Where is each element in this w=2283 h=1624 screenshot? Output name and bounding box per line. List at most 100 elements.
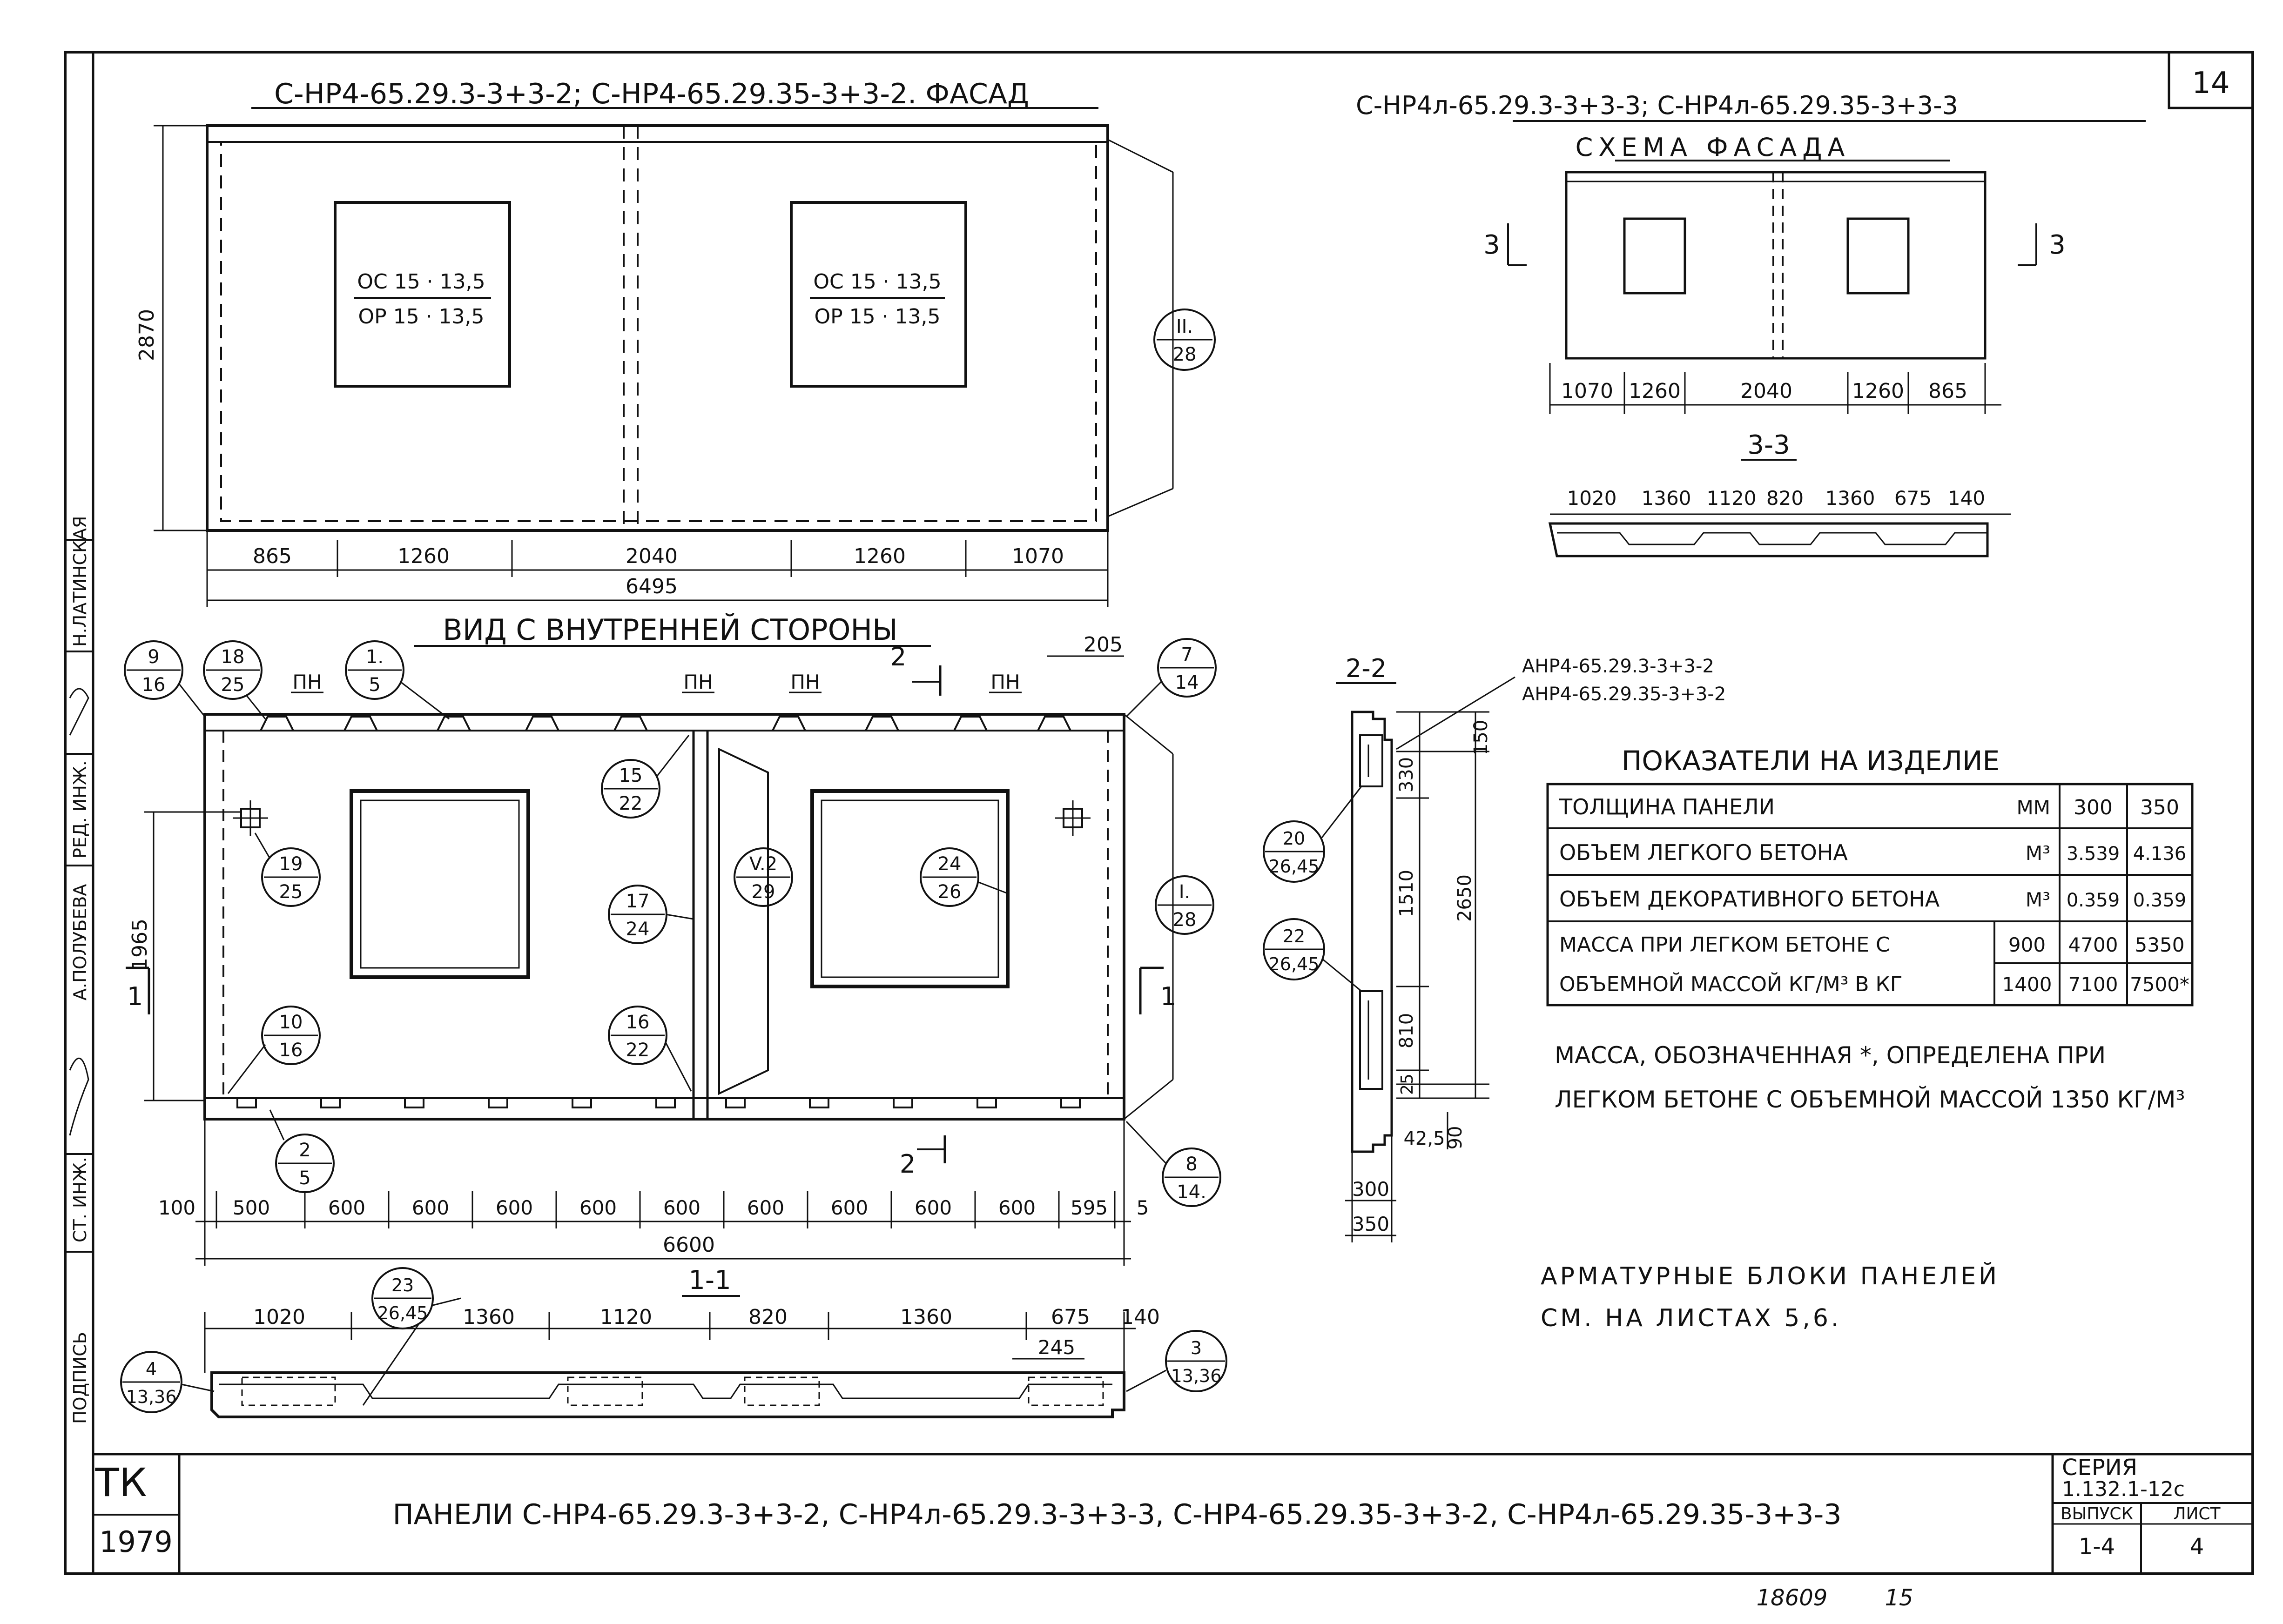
- inner-window-right: [810, 789, 1010, 988]
- mass-row-0-density: 900: [2008, 933, 2046, 956]
- svg-text:3: 3: [1191, 1338, 1202, 1358]
- s22-dim-330: 330: [1396, 757, 1417, 792]
- s22-dim-25: 25: [1398, 1074, 1417, 1095]
- svg-text:13,36: 13,36: [1171, 1366, 1222, 1386]
- svg-text:I.: I.: [1179, 881, 1191, 903]
- facade-dim-3: 1260: [854, 544, 906, 568]
- pn-label-4: ПН: [990, 671, 1020, 693]
- mass-row-1-density: 1400: [2002, 973, 2052, 996]
- series-value: 1.132.1-12с: [2062, 1477, 2185, 1501]
- signature-mark-2: [69, 1057, 89, 1136]
- note-mass-line-1: МАССА, ОБОЗНАЧЕННАЯ *, ОПРЕДЕЛЕНА ПРИ: [1555, 1042, 2106, 1069]
- inner-total: 6600: [663, 1233, 715, 1257]
- title-text: ПАНЕЛИ С-НР4-65.29.3-3+3-2, С-НР4л-65.29…: [393, 1498, 1842, 1531]
- svg-text:26,45: 26,45: [1269, 856, 1320, 877]
- inner-view-title: ВИД С ВНУТРЕННЕЙ СТОРОНЫ: [443, 613, 897, 647]
- footer-note-right: 15: [1885, 1585, 1913, 1611]
- series-label: СЕРИЯ: [2062, 1455, 2137, 1481]
- svg-text:7: 7: [1181, 644, 1192, 665]
- stamp-n-latinskaya: Н.ЛАТИНСКАЯ: [70, 516, 90, 647]
- svg-text:25: 25: [279, 881, 303, 903]
- scheme-dim-1: 1260: [1629, 379, 1681, 403]
- window-left: [334, 201, 511, 388]
- ref-circle-23-26-45: 23 26,45: [362, 1267, 461, 1406]
- ref-circle-1-5: 1. 5: [345, 640, 450, 720]
- svg-text:20: 20: [1283, 828, 1305, 849]
- inner-panel-outline: [203, 713, 1125, 1121]
- svg-text:26,45: 26,45: [1269, 954, 1320, 974]
- section-1-1: 1-1 1020 1360 1120 820 1360 675 140 245 …: [120, 1265, 1227, 1418]
- indicators-title: ПОКАЗАТЕЛИ НА ИЗДЕЛИЕ: [1622, 745, 2000, 777]
- inner-joint: [718, 747, 769, 1095]
- row-1-unit: М³: [2026, 842, 2050, 865]
- svg-text:24: 24: [938, 853, 962, 875]
- ref-circle-v2-29: V.2 29: [734, 847, 793, 907]
- section-2-2: 2-2 АНР4-65.29.3-3+3-2 АНР4-65.29.35-3+3…: [1263, 654, 1726, 1242]
- row-1-v2: 4.136: [2133, 843, 2187, 865]
- inner-dim-0: 100: [158, 1196, 195, 1219]
- indicators-table: ПОКАЗАТЕЛИ НА ИЗДЕЛИЕ ТОЛЩИНА ПАНЕЛИ ММ …: [1546, 745, 2194, 1007]
- inner-dim-2: 600: [328, 1196, 365, 1219]
- inner-view: ВИД С ВНУТРЕННЕЙ СТОРОНЫ: [124, 613, 1221, 1266]
- stamp-red-inzh: РЕД. ИНЖ.: [70, 760, 90, 859]
- footer-note-left: 18609: [1757, 1585, 1828, 1611]
- s22-dim-2650: 2650: [1454, 874, 1475, 922]
- svg-text:8: 8: [1185, 1154, 1197, 1175]
- scheme-title: С-НР4л-65.29.3-3+3-3; С-НР4л-65.29.35-3+…: [1356, 91, 1958, 120]
- ref-facade-bottom: 28: [1173, 344, 1197, 365]
- row-0-unit: ММ: [2017, 796, 2050, 819]
- window-right-line1: ОС 15 · 13,5: [813, 270, 941, 294]
- top-lugs: [260, 716, 1071, 731]
- s11-dim-1: 1360: [463, 1305, 515, 1329]
- s11-dim-6: 140: [1121, 1305, 1160, 1329]
- s22-dim-1510: 1510: [1396, 870, 1417, 917]
- svg-text:16: 16: [626, 1012, 650, 1033]
- s11-dim-2: 1120: [600, 1305, 652, 1329]
- svg-text:V.2: V.2: [749, 853, 777, 875]
- inner-dim-9: 600: [915, 1196, 952, 1219]
- ref-circle-19-25: 19 25: [254, 832, 321, 907]
- issue-label: ВЫПУСК: [2061, 1504, 2133, 1523]
- pn-label-3: ПН: [790, 671, 820, 693]
- scheme-window-left: [1623, 217, 1686, 295]
- svg-text:22: 22: [619, 793, 643, 814]
- row-0-v1: 300: [2074, 796, 2113, 819]
- section-3-3-profile: [1548, 522, 1989, 557]
- facade-dim-2: 2040: [626, 544, 678, 568]
- ref-circle-24-26: 24 26: [920, 847, 1008, 907]
- window-right-line2: ОР 15 · 13,5: [814, 305, 940, 329]
- svg-text:19: 19: [279, 853, 303, 875]
- ref-circle-i-28: I. 28: [1155, 875, 1214, 935]
- row-0-v2: 350: [2140, 796, 2179, 819]
- s22-dim-42-5: 42,5: [1403, 1128, 1445, 1149]
- inner-height-dim: 1965: [128, 919, 152, 971]
- note-blocks-line-2: СМ. НА ЛИСТАХ 5,6.: [1541, 1304, 1841, 1332]
- inner-dim-3: 600: [412, 1196, 449, 1219]
- stamp-a-polubeva: А.ПОЛУБЕВА: [70, 884, 90, 1000]
- row-2-name: ОБЪЕМ ДЕКОРАТИВНОГО БЕТОНА: [1559, 886, 1940, 912]
- svg-text:10: 10: [279, 1012, 303, 1033]
- svg-text:14.: 14.: [1177, 1181, 1206, 1203]
- row-2-v2: 0.359: [2133, 890, 2187, 911]
- scheme-window-right: [1846, 217, 1910, 295]
- mass-row-0-v2: 5350: [2135, 933, 2185, 956]
- row-1-name: ОБЪЕМ ЛЕГКОГО БЕТОНА: [1559, 840, 1848, 865]
- sec33-dim-2: 1120: [1707, 487, 1757, 510]
- facade-dim-1: 1260: [397, 544, 450, 568]
- ref-circle-9-16: 9 16: [124, 640, 206, 717]
- s22-dim-90: 90: [1445, 1126, 1466, 1150]
- section-2-2-profile: [1351, 711, 1393, 1153]
- inner-dim-11: 595: [1071, 1196, 1108, 1219]
- row-1-v1: 3.539: [2067, 843, 2120, 865]
- s11-dim-5: 675: [1051, 1305, 1090, 1329]
- facade-height-dim: 2870: [135, 309, 159, 361]
- ref-circle-10-16: 10 16: [227, 1006, 321, 1094]
- issue-value: 1-4: [2079, 1534, 2115, 1560]
- cut-1-right: 1: [1160, 982, 1176, 1011]
- s22-dim-300: 300: [1352, 1178, 1389, 1201]
- sec33-dim-5: 675: [1894, 487, 1932, 510]
- section-3-3-title: 3-3: [1747, 430, 1790, 460]
- section-2-2-title: 2-2: [1346, 654, 1387, 683]
- sec33-dim-4: 1360: [1825, 487, 1875, 510]
- sec33-dim-0: 1020: [1567, 487, 1617, 510]
